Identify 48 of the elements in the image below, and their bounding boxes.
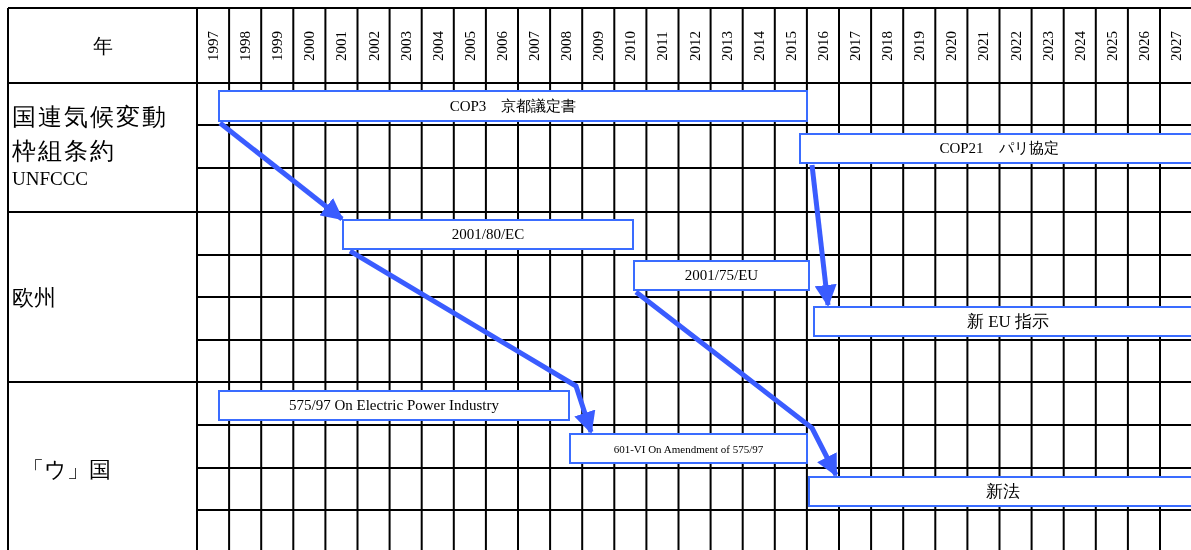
timeline-bar: 新法: [808, 476, 1191, 507]
year-label: 1999: [268, 30, 286, 61]
year-label: 2027: [1167, 30, 1185, 61]
year-label: 2016: [814, 30, 832, 61]
timeline-bar: 新 EU 指示: [813, 306, 1191, 337]
year-label: 1997: [204, 30, 222, 61]
arrow: [348, 248, 596, 434]
year-label: 2019: [910, 30, 928, 61]
year-label: 2002: [365, 30, 383, 61]
year-label: 2005: [461, 30, 479, 61]
year-label: 2001: [332, 30, 350, 61]
year-label: 2004: [429, 30, 447, 61]
year-label: 2014: [750, 30, 768, 61]
timeline-bar: 2001/75/EU: [633, 260, 810, 291]
timeline-bar: 575/97 On Electric Power Industry: [218, 390, 570, 421]
year-label: 2007: [525, 30, 543, 61]
year-label: 2023: [1039, 30, 1057, 61]
arrow: [809, 164, 837, 307]
year-label: 2025: [1103, 30, 1121, 61]
year-label: 2022: [1007, 30, 1025, 61]
year-label: 2024: [1071, 30, 1089, 61]
year-label: 2009: [589, 30, 607, 61]
year-label: 2013: [718, 30, 736, 61]
arrow: [218, 121, 344, 221]
row-label: 欧州: [12, 284, 56, 312]
year-label: 2021: [974, 30, 992, 61]
year-label: 2017: [846, 30, 864, 61]
year-label: 2026: [1135, 30, 1153, 61]
year-label: 2006: [493, 30, 511, 61]
year-label: 2008: [557, 30, 575, 61]
year-label: 2000: [300, 30, 318, 61]
timeline-bar: COP21 パリ協定: [799, 133, 1191, 164]
year-label: 2003: [397, 30, 415, 61]
year-label: 2011: [653, 30, 671, 61]
year-label: 2020: [942, 30, 960, 61]
arrow: [634, 290, 839, 477]
row-label: UNFCCC: [12, 168, 89, 190]
year-label: 2018: [878, 30, 896, 61]
year-label: 1998: [236, 30, 254, 61]
year-label: 2010: [621, 30, 639, 61]
year-label: 2015: [782, 30, 800, 61]
year-label: 2012: [686, 30, 704, 61]
row-label: 国連気候変動枠組条約: [12, 103, 169, 166]
row-label: 「ウ」国: [22, 456, 111, 484]
timeline-bar: 2001/80/EC: [342, 219, 634, 250]
timeline-bar: 601-VI On Amendment of 575/97: [569, 433, 808, 464]
header-cell-text: 年: [92, 33, 113, 58]
timeline-bar: COP3 京都議定書: [218, 90, 808, 122]
